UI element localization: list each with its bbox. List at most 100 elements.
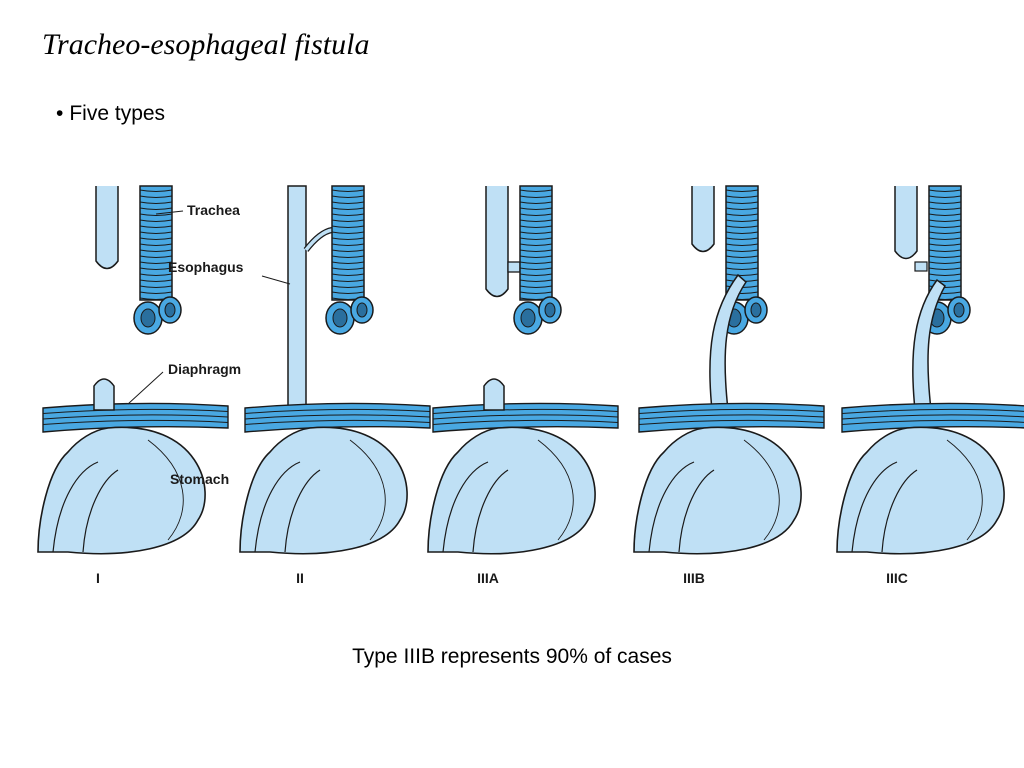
tef-type-iiia: IIIA (427, 185, 619, 586)
trachea-ring (725, 207, 759, 211)
trachea-ring (928, 201, 962, 205)
trachea-ring (331, 255, 365, 259)
diaphragm-fiber (432, 408, 619, 414)
trachea-ring (725, 255, 759, 259)
upper-esophageal-pouch (894, 186, 918, 260)
upper-esophageal-pouch (485, 186, 509, 298)
trachea-ring (519, 237, 553, 241)
trachea-ring (519, 231, 553, 235)
trachea-ring (139, 273, 173, 277)
trachea-ring (331, 243, 365, 247)
diaphragm-fiber (432, 419, 619, 425)
diaphragm-fiber (42, 419, 229, 425)
trachea-ring (519, 261, 553, 265)
diaphragm-fiber (244, 408, 431, 414)
left-bronchus-lumen (140, 308, 156, 328)
trachea-ring (928, 189, 962, 193)
trachea-ring (928, 195, 962, 199)
trachea-ring (139, 243, 173, 247)
trachea-ring (725, 249, 759, 253)
trachea-ring (928, 279, 962, 283)
right-bronchus-lumen (164, 302, 176, 318)
trachea-ring (725, 231, 759, 235)
trachea-ring (725, 201, 759, 205)
esophagus-label: Esophagus (168, 259, 244, 275)
distal-esophagus-fistula (709, 273, 747, 411)
trachea-ring (139, 201, 173, 205)
stomach-fold (851, 461, 898, 553)
upper-esophageal-pouch (95, 186, 119, 270)
trachea-ring (928, 219, 962, 223)
fistula (507, 261, 521, 273)
trachea-ring (519, 279, 553, 283)
bullet-text: Five types (69, 102, 166, 125)
trachea-ring (519, 249, 553, 253)
diaphragm-label: Diaphragm (168, 361, 241, 377)
trachea-ring (139, 189, 173, 193)
trachea-ring (331, 213, 365, 217)
trachea-ring (331, 219, 365, 223)
trachea-ring (928, 249, 962, 253)
trachea-ring (928, 237, 962, 241)
trachea-ring (139, 225, 173, 229)
upper-esophageal-pouch (691, 186, 715, 253)
tef-type-i: I (37, 185, 229, 586)
trachea-ring (928, 225, 962, 229)
trachea-ring (139, 249, 173, 253)
type-label-iiia: IIIA (477, 570, 499, 586)
trachea-ring (725, 219, 759, 223)
trachea-ring (725, 213, 759, 217)
trachea-ring (139, 195, 173, 199)
tef-type-iiib: IIIB (633, 185, 825, 586)
trachea-ring (928, 261, 962, 265)
trachea-ring (331, 225, 365, 229)
diaphragm-leader-line (127, 371, 164, 405)
trachea-ring (331, 249, 365, 253)
trachea-ring (725, 261, 759, 265)
tef-type-iiic: IIIC (836, 185, 1024, 586)
trachea-ring (139, 267, 173, 271)
diaphragm-fiber (841, 419, 1024, 425)
trachea-ring (331, 267, 365, 271)
diaphragm-fiber (638, 408, 825, 414)
trachea-ring (725, 243, 759, 247)
diaphragm-fiber (42, 408, 229, 414)
stomach (836, 426, 1005, 555)
trachea-ring (331, 261, 365, 265)
trachea-ring (928, 255, 962, 259)
trachea-ring (928, 243, 962, 247)
esophagus-leader-line (261, 275, 291, 285)
type-label-ii: II (296, 570, 304, 586)
stomach (427, 426, 596, 555)
esophagus (287, 185, 307, 413)
stomach-fold (472, 469, 509, 553)
trachea-ring (139, 219, 173, 223)
trachea-ring (928, 213, 962, 217)
type-label-iiic: IIIC (886, 570, 908, 586)
trachea-ring (519, 213, 553, 217)
diaphragm-fiber (42, 414, 229, 420)
trachea-ring (139, 237, 173, 241)
trachea-ring (331, 291, 365, 295)
stomach-label: Stomach (170, 471, 229, 487)
stomach-fold (254, 461, 301, 553)
bullet-dot: • (56, 102, 64, 125)
trachea-ring (519, 219, 553, 223)
stomach-curve (147, 439, 184, 541)
trachea-ring (139, 279, 173, 283)
trachea-ring (331, 231, 365, 235)
type-label-iiib: IIIB (683, 570, 705, 586)
stomach-curve (537, 439, 574, 541)
trachea-ring (928, 207, 962, 211)
stomach-curve (743, 439, 780, 541)
right-bronchus-lumen (750, 302, 762, 318)
stomach-curve (349, 439, 386, 541)
trachea-ring (725, 225, 759, 229)
trachea-ring (139, 291, 173, 295)
trachea-label: Trachea (187, 202, 240, 218)
left-bronchus-lumen (520, 308, 536, 328)
slide-title: Tracheo-esophageal fistula (42, 28, 370, 61)
diaphragm-fiber (432, 414, 619, 420)
type-label-i: I (96, 570, 100, 586)
right-bronchus-lumen (544, 302, 556, 318)
